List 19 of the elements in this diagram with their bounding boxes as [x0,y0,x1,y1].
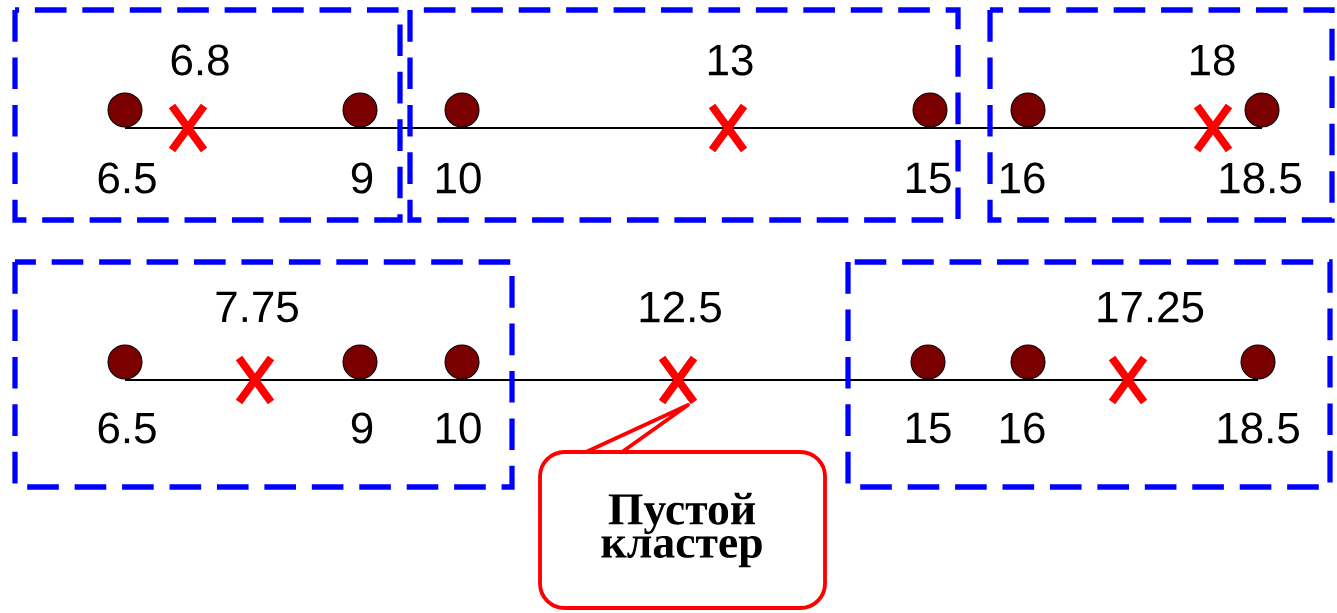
value-label: 16 [1000,162,1045,194]
value-label: 16 [1000,412,1045,444]
value-label: 7.75 [216,291,298,323]
callout-bubble: Пустой кластер [538,403,827,610]
value-label: 18.5 [1220,162,1301,194]
value-label: 18.5 [1218,412,1299,444]
value-label: 13 [708,44,753,76]
value-label: 6.5 [98,162,156,194]
value-label: 15 [906,162,951,194]
value-label: 17.25 [1098,291,1204,323]
value-label: 10 [436,412,481,444]
value-label: 6.5 [98,412,156,444]
value-label: 6.8 [171,44,229,76]
value-label: 12.5 [640,291,721,323]
value-label: 15 [906,412,951,444]
value-label: 10 [436,162,481,194]
value-label: 18 [1190,44,1235,76]
value-label: 9 [351,162,373,194]
value-label: 9 [351,412,373,444]
